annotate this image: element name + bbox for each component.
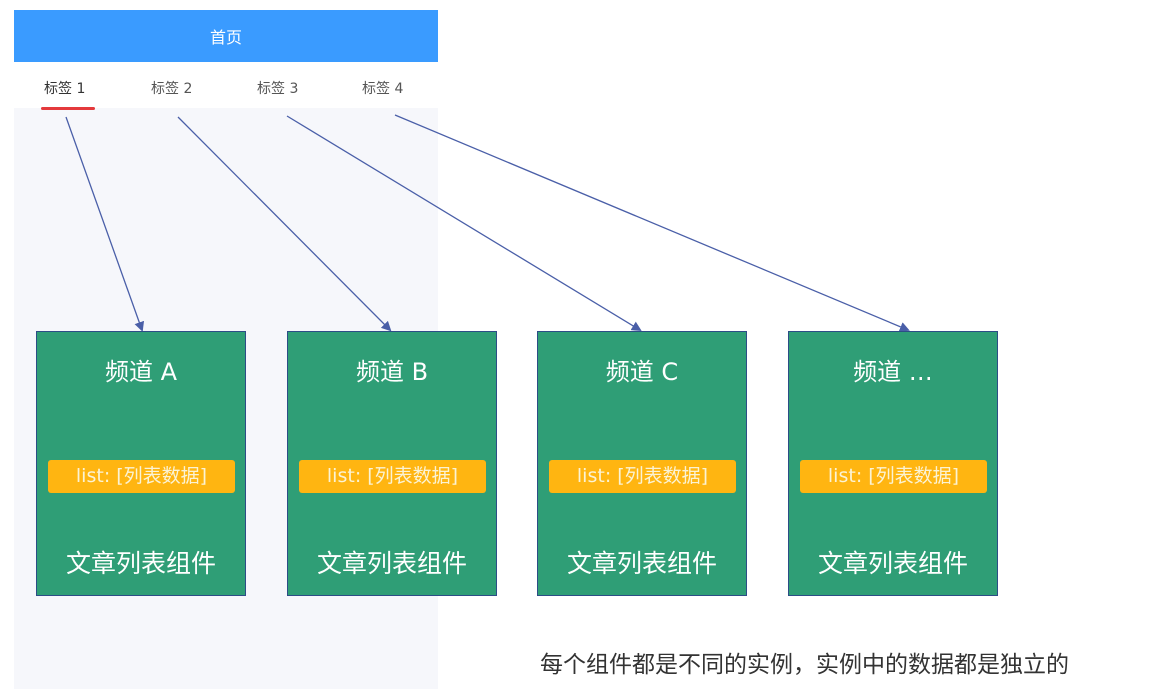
tab-4[interactable]: 标签 4 <box>362 81 404 97</box>
card-list-data: list: [列表数据] <box>800 460 987 493</box>
card-title: 频道 … <box>853 358 933 386</box>
arrow-tab1-to-card-a <box>65 116 145 332</box>
arrow-tab4-to-card-etc <box>394 114 910 332</box>
tab-2[interactable]: 标签 2 <box>151 81 193 97</box>
channel-card-a: 频道 A list: [列表数据] 文章列表组件 <box>36 331 246 596</box>
active-tab-indicator <box>41 107 95 110</box>
card-component-label: 文章列表组件 <box>817 549 968 578</box>
tab-1[interactable]: 标签 1 <box>44 81 86 97</box>
caption-text: 每个组件都是不同的实例，实例中的数据都是独立的 <box>540 652 1069 678</box>
card-list-data: list: [列表数据] <box>299 460 486 493</box>
channel-card-etc: 频道 … list: [列表数据] 文章列表组件 <box>788 331 998 596</box>
card-component-label: 文章列表组件 <box>316 549 467 578</box>
arrow-tab2-to-card-b <box>177 116 392 332</box>
tab-bar: 标签 1 标签 2 标签 3 标签 4 <box>14 62 438 110</box>
tab-3[interactable]: 标签 3 <box>257 81 299 97</box>
card-list-data: list: [列表数据] <box>549 460 736 493</box>
channel-card-b: 频道 B list: [列表数据] 文章列表组件 <box>287 331 497 596</box>
card-title: 频道 B <box>355 358 429 386</box>
card-component-label: 文章列表组件 <box>566 549 717 578</box>
card-list-data: list: [列表数据] <box>48 460 235 493</box>
header-bar: 首页 <box>14 10 438 62</box>
card-component-label: 文章列表组件 <box>65 549 216 578</box>
card-title: 频道 A <box>104 358 178 386</box>
arrow-tab3-to-card-c <box>286 115 642 332</box>
card-title: 频道 C <box>605 358 679 386</box>
channel-card-c: 频道 C list: [列表数据] 文章列表组件 <box>537 331 747 596</box>
header-title: 首页 <box>209 28 242 47</box>
